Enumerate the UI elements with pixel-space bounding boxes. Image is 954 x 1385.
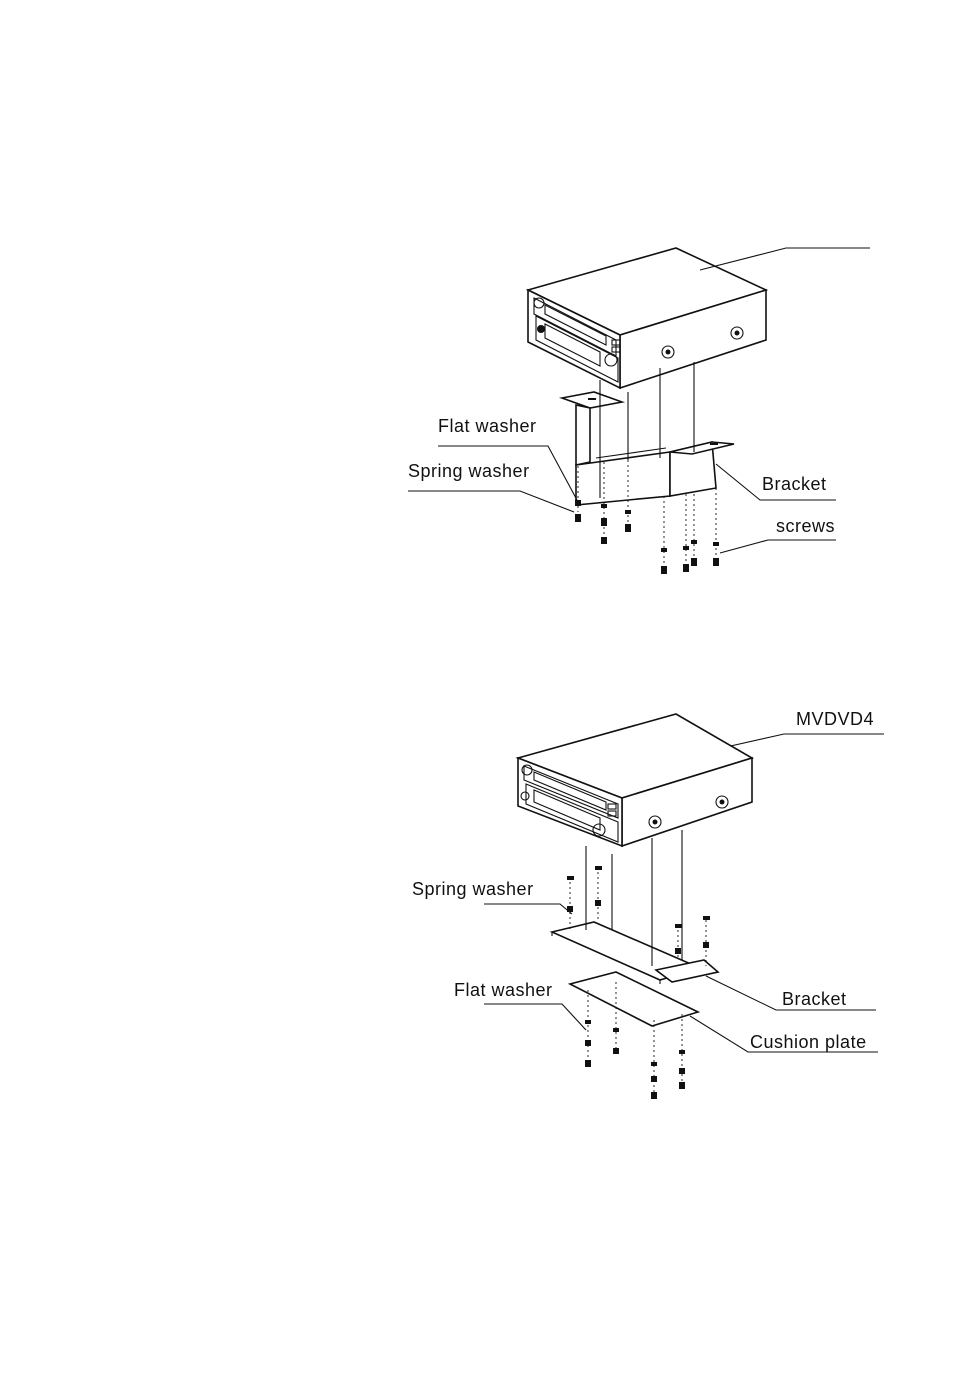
label-cushion-plate: Cushion plate <box>750 1032 867 1052</box>
exploded-diagram-bracket-mount: Flat washer Spring washer Bracket screws <box>0 230 954 590</box>
leader-spring-washer <box>484 904 572 914</box>
label-bracket: Bracket <box>782 989 847 1009</box>
label-bracket: Bracket <box>762 474 827 494</box>
screws-bottom <box>585 1020 685 1099</box>
label-model: MVDVD4 <box>796 709 874 729</box>
label-spring-washer: Spring washer <box>408 461 530 481</box>
leader-screws <box>720 540 836 553</box>
u-bracket <box>562 392 734 505</box>
label-spring-washer: Spring washer <box>412 879 534 899</box>
label-flat-washer: Flat washer <box>454 980 553 1000</box>
leader-unit <box>700 248 870 270</box>
label-screws: screws <box>776 516 835 536</box>
dvd-unit <box>528 248 766 388</box>
exploded-diagram-cushion-mount: MVDVD4 <box>0 700 954 1110</box>
screws <box>575 500 719 574</box>
flat-bracket <box>552 922 718 984</box>
dvd-unit <box>518 714 752 846</box>
button-icon <box>537 325 545 333</box>
leader-spring-washer <box>408 491 574 512</box>
label-flat-washer: Flat washer <box>438 416 537 436</box>
leader-flat-washer <box>484 1004 586 1030</box>
